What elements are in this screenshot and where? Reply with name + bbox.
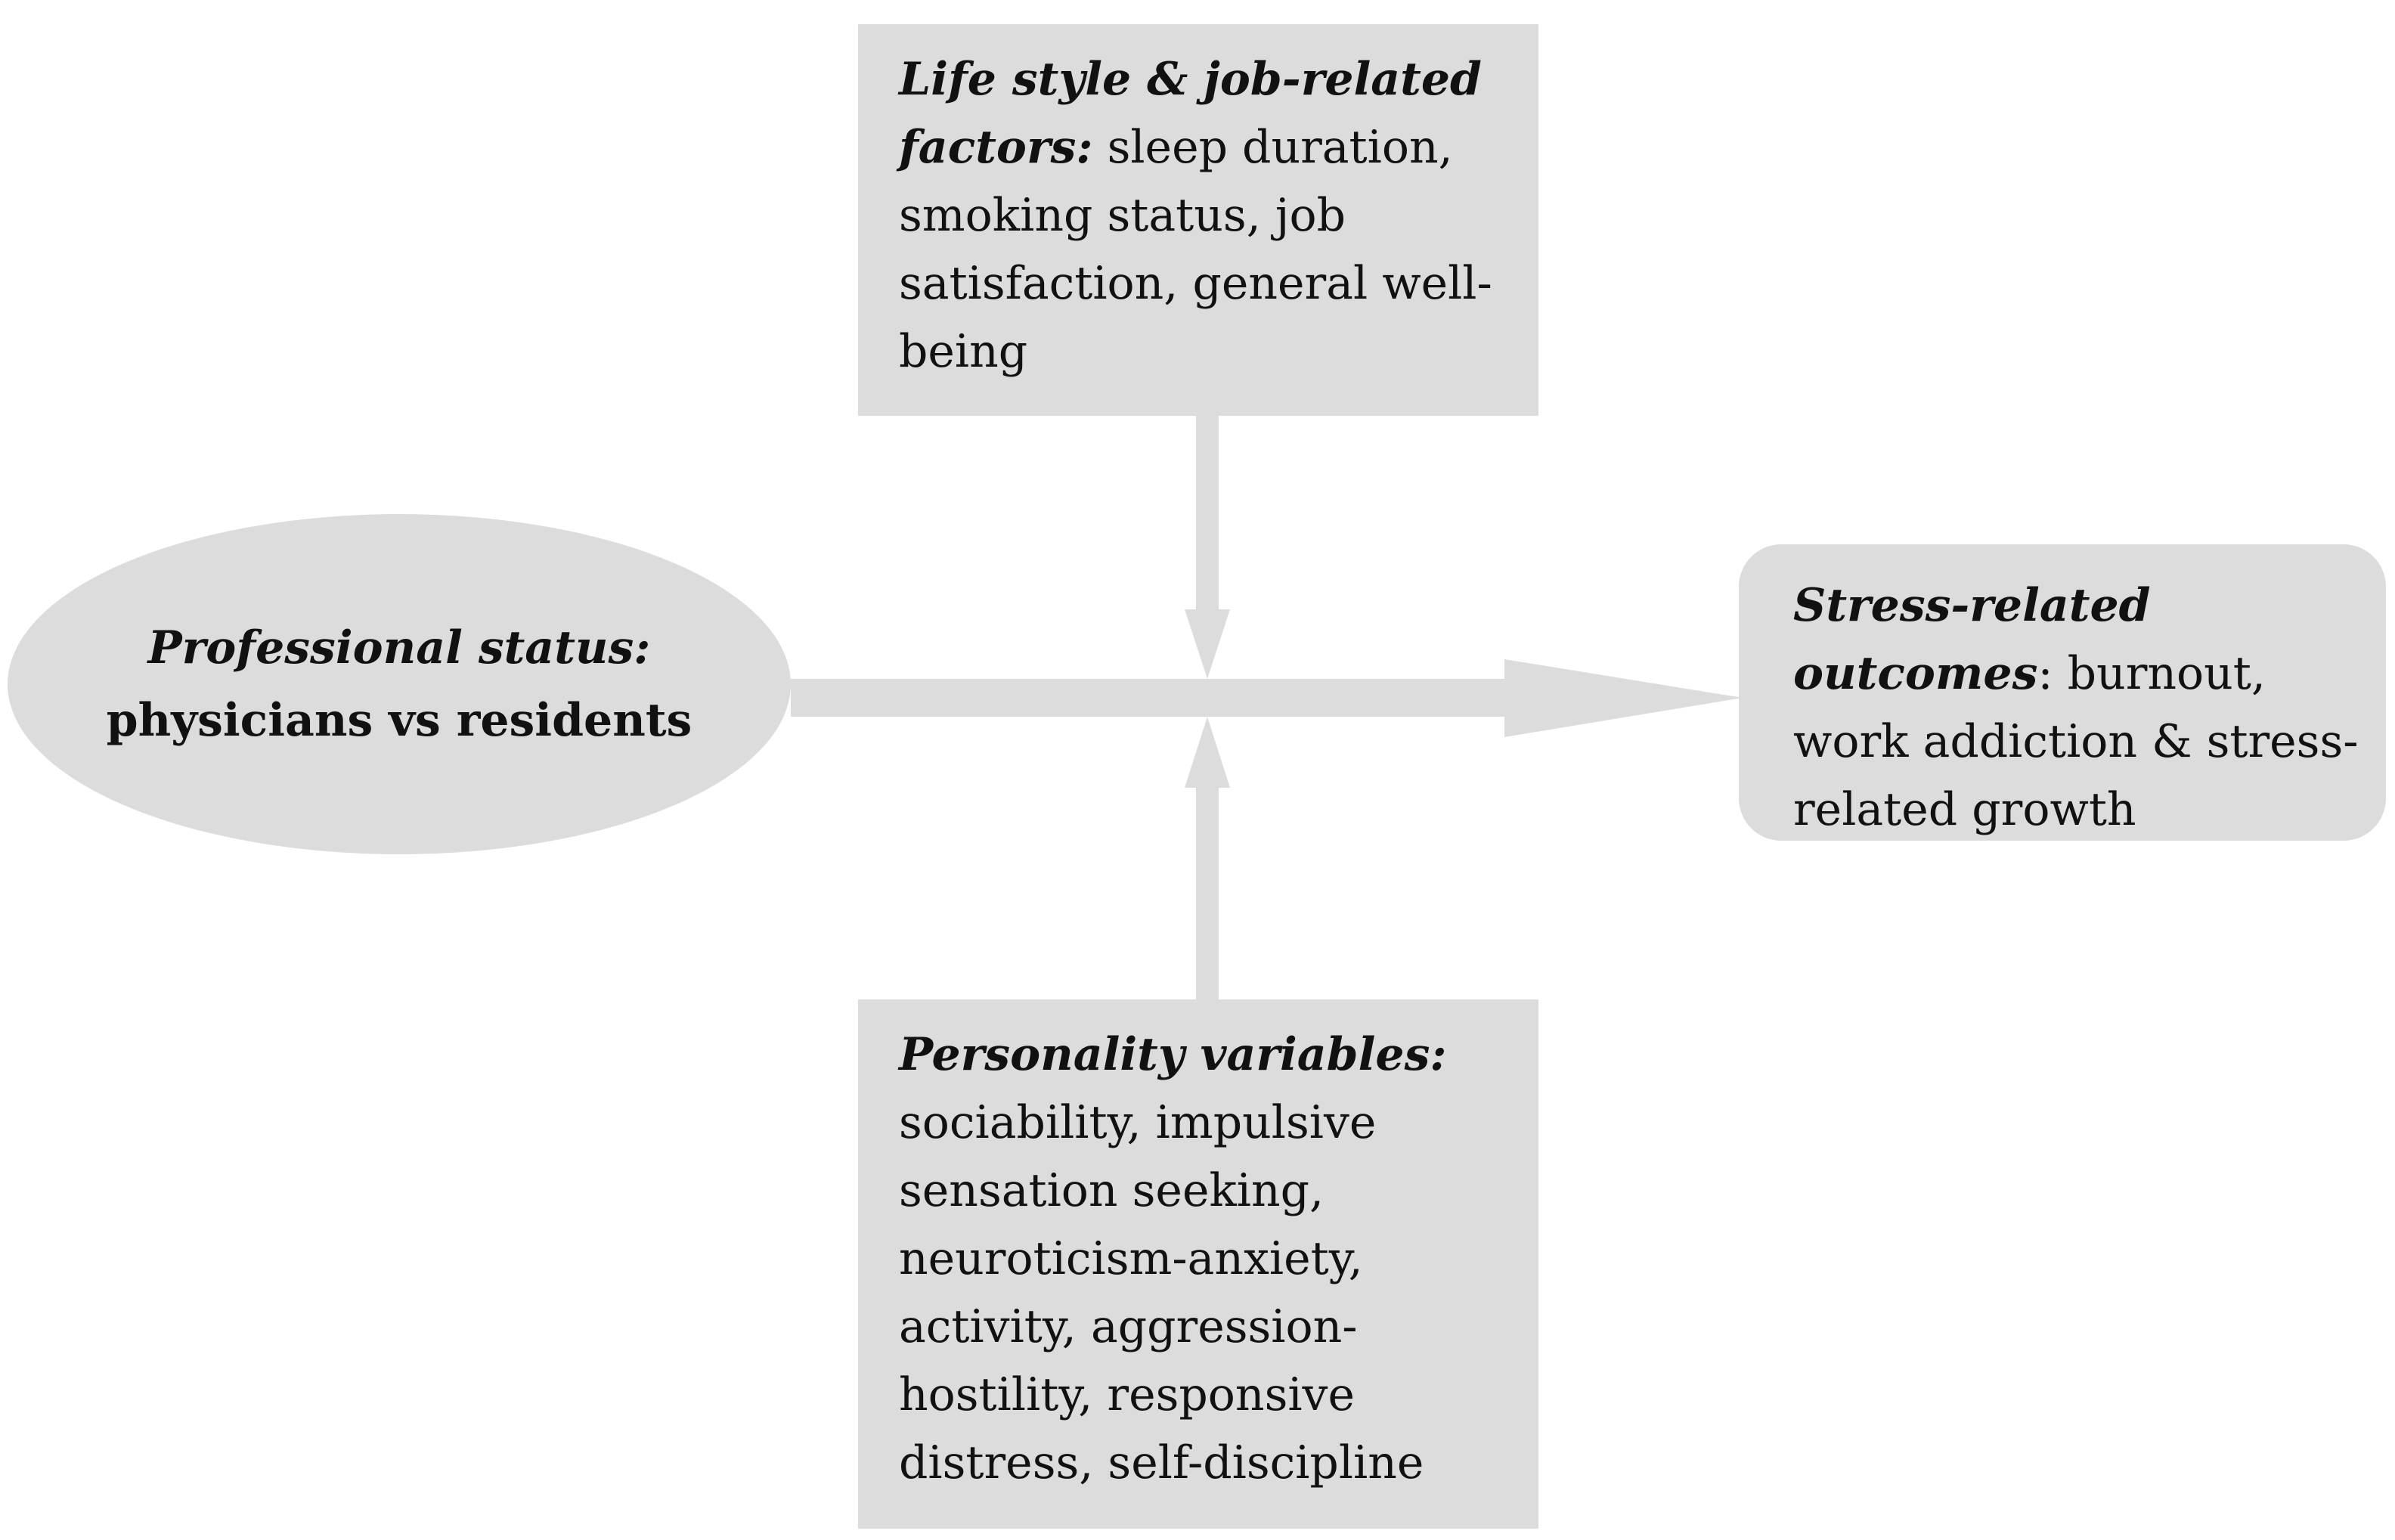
professional-status-ellipse: Professional status: physicians vs resid… bbox=[8, 514, 791, 854]
lifestyle-text: sleep duration, smoking status, job sati… bbox=[899, 121, 1492, 378]
main-arrow bbox=[791, 659, 1743, 737]
professional-status-heading: Professional status: bbox=[147, 621, 651, 674]
outcomes-text: burnout, work addiction & stress-related… bbox=[1793, 647, 2359, 836]
professional-status-text: physicians vs residents bbox=[106, 694, 692, 747]
personality-arrow bbox=[1185, 717, 1230, 999]
personality-text: sociability, impulsive sensation seeking… bbox=[899, 1096, 1424, 1489]
personality-variables-box: Personality variables: sociability, impu… bbox=[858, 999, 1538, 1529]
lifestyle-factors-box: Life style & job-related factors: sleep … bbox=[858, 24, 1538, 416]
personality-heading: Personality variables: bbox=[899, 1028, 1447, 1081]
outcomes-heading: Stress-related outcomes bbox=[1793, 579, 2151, 700]
outcomes-separator: : bbox=[2037, 647, 2053, 700]
lifestyle-heading: Life style & job-related factors: bbox=[899, 53, 1483, 174]
lifestyle-arrow bbox=[1185, 416, 1230, 679]
stress-outcomes-box: Stress-related outcomes: burnout, work a… bbox=[1739, 544, 2386, 841]
